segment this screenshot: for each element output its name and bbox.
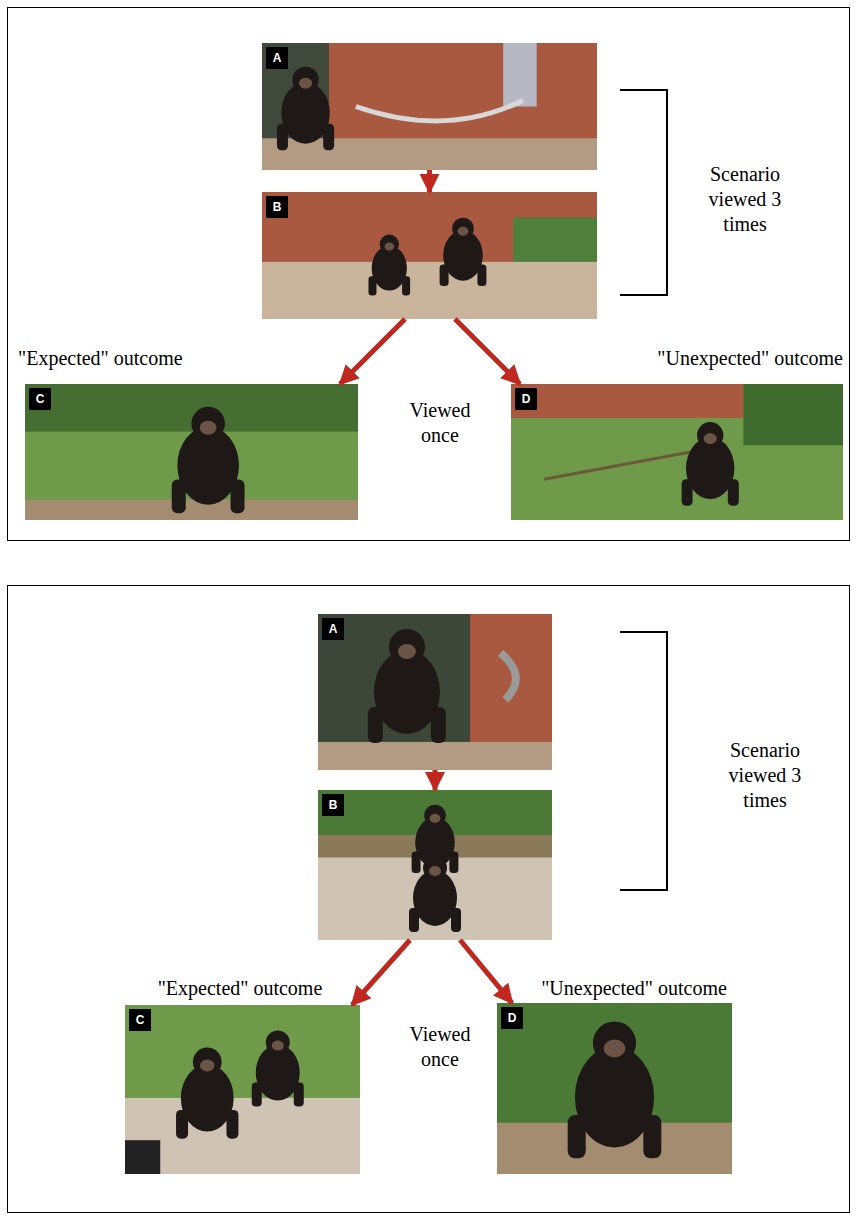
chimp-photo xyxy=(318,614,552,770)
caption-label: Viewed once xyxy=(395,1022,485,1072)
photo-panel: C xyxy=(25,384,358,520)
panel-letter: A xyxy=(266,47,288,69)
photo-panel: D xyxy=(511,384,843,520)
panel-letter: B xyxy=(266,196,288,218)
panel-letter: A xyxy=(322,618,344,640)
caption-label: "Expected" outcome xyxy=(158,976,323,1001)
flow-arrow xyxy=(352,940,410,1005)
flow-arrow xyxy=(433,770,438,790)
chimp-photo xyxy=(318,790,552,940)
chimp-photo xyxy=(497,1003,732,1174)
panel-letter: D xyxy=(515,388,537,410)
flow-arrow xyxy=(460,940,512,1003)
panel-letter: C xyxy=(129,1009,151,1031)
chimp-photo xyxy=(262,43,597,170)
bracket xyxy=(620,632,667,890)
flow-arrow xyxy=(427,170,432,192)
panel-letter: B xyxy=(322,794,344,816)
caption-label: Scenario viewed 3 times xyxy=(689,162,801,237)
caption-label: "Unexpected" outcome xyxy=(541,976,727,1001)
photo-panel: B xyxy=(262,192,597,319)
photo-panel: D xyxy=(497,1003,732,1174)
chimp-photo xyxy=(125,1005,360,1174)
chimp-photo xyxy=(25,384,358,520)
bracket xyxy=(620,90,667,295)
flow-arrow xyxy=(340,319,405,384)
photo-panel: A xyxy=(262,43,597,170)
photo-panel: A xyxy=(318,614,552,770)
chimp-photo xyxy=(262,192,597,319)
caption-label: "Unexpected" outcome xyxy=(657,346,843,371)
panel-letter: D xyxy=(501,1007,523,1029)
flow-arrow xyxy=(455,319,520,384)
panel-letter: C xyxy=(29,388,51,410)
caption-label: Viewed once xyxy=(395,398,485,448)
chimp-photo xyxy=(511,384,843,520)
photo-panel: B xyxy=(318,790,552,940)
caption-label: Scenario viewed 3 times xyxy=(709,738,821,813)
photo-panel: C xyxy=(125,1005,360,1174)
caption-label: "Expected" outcome xyxy=(18,346,183,371)
